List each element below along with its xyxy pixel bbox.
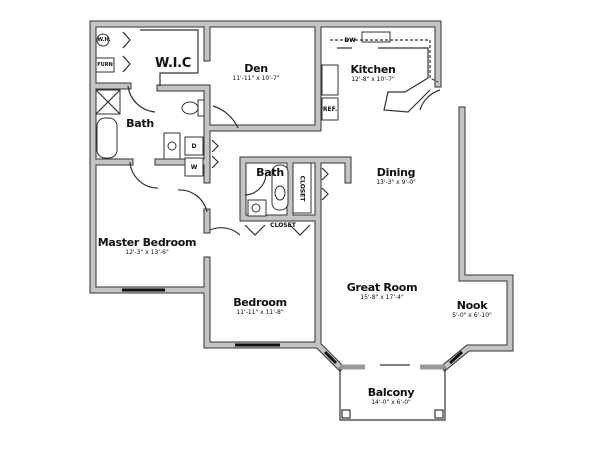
walls — [89, 20, 514, 372]
closet-label-vertical: CLOSET — [298, 175, 306, 202]
furnace-label: FURN — [97, 62, 113, 68]
fixtures — [95, 29, 439, 217]
door-swings — [122, 31, 441, 236]
closet-label: CLOSET — [270, 222, 296, 229]
room-bath: Bath — [256, 166, 284, 179]
room-master-bath: Bath — [126, 117, 154, 130]
water-heater-label: W.H. — [97, 37, 111, 43]
windows — [122, 288, 464, 365]
dishwasher-label: DW — [344, 37, 356, 44]
balcony-railing — [339, 364, 446, 421]
washer-label: W — [190, 164, 198, 171]
room-wic: W.I.C — [154, 56, 192, 71]
dryer-label: D — [191, 143, 197, 150]
refrigerator-label: REF. — [322, 106, 338, 113]
